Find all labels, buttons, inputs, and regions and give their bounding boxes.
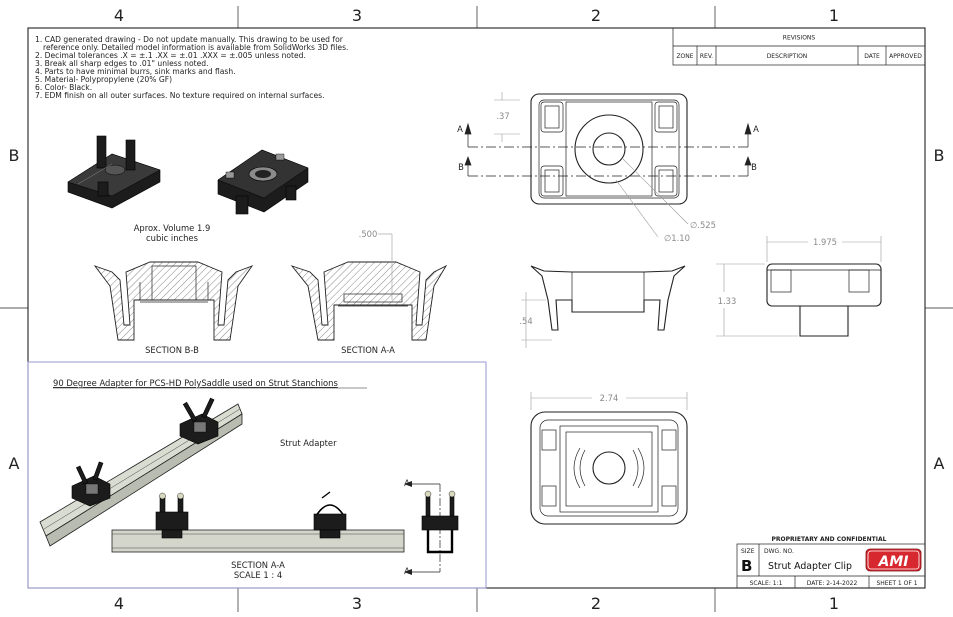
zone-col-bottom-1: 4 xyxy=(114,594,124,613)
section-b-b-label: SECTION B-B xyxy=(145,345,199,355)
note-line-6: 5. Material- Polypropylene (20% GF) xyxy=(35,75,172,84)
adapter-on-diagonal-2 xyxy=(179,397,219,445)
dim-133-label: 1.33 xyxy=(718,296,737,306)
isometric-view-2 xyxy=(217,149,309,215)
strut-adapter-label: Strut Adapter xyxy=(280,438,337,448)
proprietary-label: PROPRIETARY AND CONFIDENTIAL xyxy=(772,536,887,543)
volume-line-2: cubic inches xyxy=(146,233,198,243)
revisions-table: REVISIONS ZONE REV. DESCRIPTION DATE APP… xyxy=(672,27,926,66)
drawing-notes: 1. CAD generated drawing - Do not update… xyxy=(35,35,348,100)
isometric-view-1 xyxy=(67,135,161,209)
top-view xyxy=(530,93,688,205)
section-a-a-scale: SCALE 1 : 4 xyxy=(234,570,282,580)
size-value: B xyxy=(741,557,752,575)
section-a-a-scale-title: SECTION A-A xyxy=(231,560,285,570)
cut-b-right-label: B xyxy=(751,162,757,172)
revisions-header-date: DATE xyxy=(864,53,880,60)
dimension-500 xyxy=(378,233,393,300)
dimension-133 xyxy=(716,263,798,337)
end-cut-a-bottom-label: A xyxy=(404,566,410,576)
dwg-title: Strut Adapter Clip xyxy=(768,561,852,572)
dim-500-label: .500 xyxy=(359,229,378,239)
note-line-3: 2. Decimal tolerances .X = ±.1 .XX = ±.0… xyxy=(35,51,306,60)
volume-line-1: Aprox. Volume 1.9 xyxy=(134,223,211,233)
note-line-2: reference only. Detailed model informati… xyxy=(43,43,348,52)
revisions-header-description: DESCRIPTION xyxy=(767,53,808,60)
dwg-no-label: DWG. NO. xyxy=(764,548,794,555)
horizontal-strut xyxy=(111,529,405,553)
ami-logo: AMI xyxy=(865,548,922,572)
adapter-on-horizontal-1 xyxy=(155,492,189,539)
bottom-view xyxy=(530,411,688,525)
ami-logo-text: AMI xyxy=(878,554,909,570)
section-b-b-view xyxy=(93,261,254,341)
zone-col-top-3: 2 xyxy=(591,6,601,25)
zone-ticks xyxy=(0,6,953,612)
dim-274-label: 2.74 xyxy=(600,393,619,403)
date-value: DATE: 2-14-2022 xyxy=(807,580,858,587)
dimension-37 xyxy=(494,92,520,142)
revisions-title: REVISIONS xyxy=(783,35,816,42)
detail-title: 90 Degree Adapter for PCS-HD PolySaddle … xyxy=(53,378,338,388)
dim-525-label: ∅.525 xyxy=(690,220,716,230)
dimension-1975 xyxy=(766,236,882,262)
cut-b-left-label: B xyxy=(458,162,464,172)
dim-110-label: ∅1.10 xyxy=(664,233,690,243)
note-line-5: 4. Parts to have minimal burrs, sink mar… xyxy=(35,67,236,76)
front-view xyxy=(530,265,686,331)
scale-value: SCALE: 1:1 xyxy=(750,580,783,587)
revisions-header-zone: ZONE xyxy=(676,53,693,60)
end-section-view xyxy=(404,481,459,575)
zone-col-top-1: 4 xyxy=(114,6,124,25)
zone-row-left-a: A xyxy=(9,454,20,473)
dimension-54 xyxy=(521,292,552,348)
zone-labels: 4 3 2 1 4 3 2 1 B A B A xyxy=(9,6,945,613)
zone-row-right-a: A xyxy=(934,454,945,473)
section-a-a-label: SECTION A-A xyxy=(341,345,395,355)
section-a-a-view xyxy=(290,261,448,341)
dim-54-label: .54 xyxy=(519,316,532,326)
size-label: SIZE xyxy=(741,548,755,555)
cut-a-left-label: A xyxy=(457,124,463,134)
dim-1975-label: 1.975 xyxy=(813,237,837,247)
zone-col-bottom-2: 3 xyxy=(352,594,362,613)
side-view xyxy=(766,263,882,337)
title-block: PROPRIETARY AND CONFIDENTIAL SIZE B DWG.… xyxy=(736,536,926,589)
note-line-8: 7. EDM finish on all outer surfaces. No … xyxy=(35,91,324,100)
cut-a-right-label: A xyxy=(753,124,759,134)
revisions-header-rev: REV. xyxy=(700,53,713,60)
sheet-value: SHEET 1 OF 1 xyxy=(876,580,917,587)
note-line-4: 3. Break all sharp edges to .01" unless … xyxy=(35,59,208,68)
note-line-1: 1. CAD generated drawing - Do not update… xyxy=(35,35,344,44)
dimension-274 xyxy=(530,392,688,410)
cut-lines xyxy=(464,122,752,177)
revisions-header-approved: APPROVED xyxy=(889,53,922,60)
adapter-on-horizontal-2 xyxy=(313,491,347,539)
zone-row-left-b: B xyxy=(9,146,20,165)
detail-frame xyxy=(27,361,487,589)
zone-row-right-b: B xyxy=(934,146,945,165)
zone-col-top-2: 3 xyxy=(352,6,362,25)
end-cut-a-top-label: A xyxy=(404,478,410,488)
zone-col-bottom-3: 2 xyxy=(591,594,601,613)
note-line-7: 6. Color- Black. xyxy=(35,83,92,92)
zone-col-top-4: 1 xyxy=(829,6,839,25)
diameter-leaders xyxy=(615,157,689,238)
zone-col-bottom-4: 1 xyxy=(829,594,839,613)
dim-37-label: .37 xyxy=(496,111,509,121)
adapter-on-diagonal-1 xyxy=(71,461,111,507)
